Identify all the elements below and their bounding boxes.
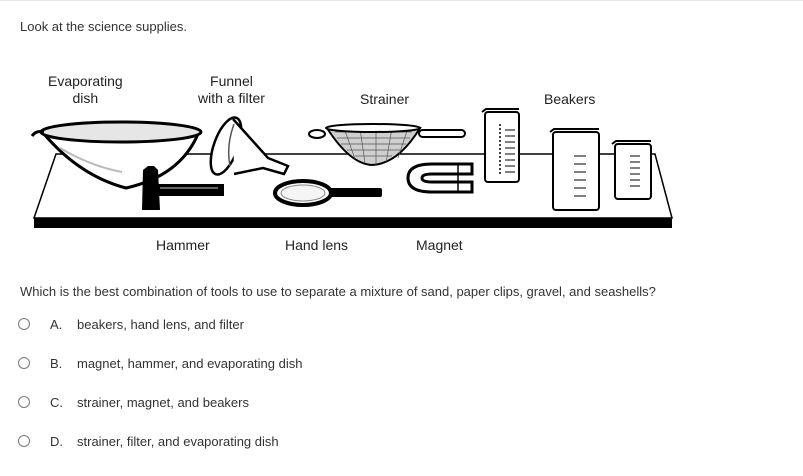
label-hand-lens: Hand lens bbox=[285, 237, 349, 253]
radio-button[interactable] bbox=[18, 396, 30, 408]
label-strainer: Strainer bbox=[360, 91, 410, 107]
choice-a[interactable]: A. beakers, hand lens, and filter bbox=[18, 314, 244, 334]
science-supplies-figure: Evaporating dish Funnel with a filter St… bbox=[30, 66, 680, 266]
choice-letter: C. bbox=[50, 394, 63, 410]
hammer-image bbox=[142, 166, 224, 210]
magnet-image bbox=[406, 162, 474, 194]
label-beakers: Beakers bbox=[544, 91, 596, 107]
beakers-image bbox=[481, 108, 652, 211]
label-magnet: Magnet bbox=[416, 237, 463, 253]
choice-b[interactable]: B. magnet, hammer, and evaporating dish bbox=[18, 353, 302, 373]
funnel-image bbox=[209, 116, 290, 176]
question-text: Which is the best combination of tools t… bbox=[20, 284, 656, 299]
choice-label: beakers, hand lens, and filter bbox=[77, 316, 244, 332]
radio-button[interactable] bbox=[18, 357, 30, 369]
radio-button[interactable] bbox=[18, 435, 30, 447]
choice-letter: D. bbox=[50, 433, 63, 449]
choice-label: strainer, magnet, and beakers bbox=[77, 394, 249, 410]
hand-lens-image bbox=[273, 179, 382, 207]
top-divider bbox=[0, 0, 803, 1]
supplies-illustration bbox=[30, 108, 673, 228]
strainer-image bbox=[308, 123, 466, 167]
choice-d[interactable]: D. strainer, filter, and evaporating dis… bbox=[18, 431, 279, 451]
choice-label: strainer, filter, and evaporating dish bbox=[77, 433, 279, 449]
prompt-text: Look at the science supplies. bbox=[20, 19, 187, 34]
label-funnel: Funnel with a filter bbox=[198, 73, 265, 106]
choice-c[interactable]: C. strainer, magnet, and beakers bbox=[18, 392, 249, 412]
evaporating-dish-image bbox=[30, 120, 203, 190]
radio-button[interactable] bbox=[18, 318, 30, 330]
label-evaporating-dish: Evaporating dish bbox=[48, 73, 123, 106]
choice-label: magnet, hammer, and evaporating dish bbox=[77, 355, 303, 371]
label-hammer: Hammer bbox=[156, 237, 210, 253]
choice-letter: A. bbox=[50, 316, 63, 332]
choice-letter: B. bbox=[50, 355, 63, 371]
